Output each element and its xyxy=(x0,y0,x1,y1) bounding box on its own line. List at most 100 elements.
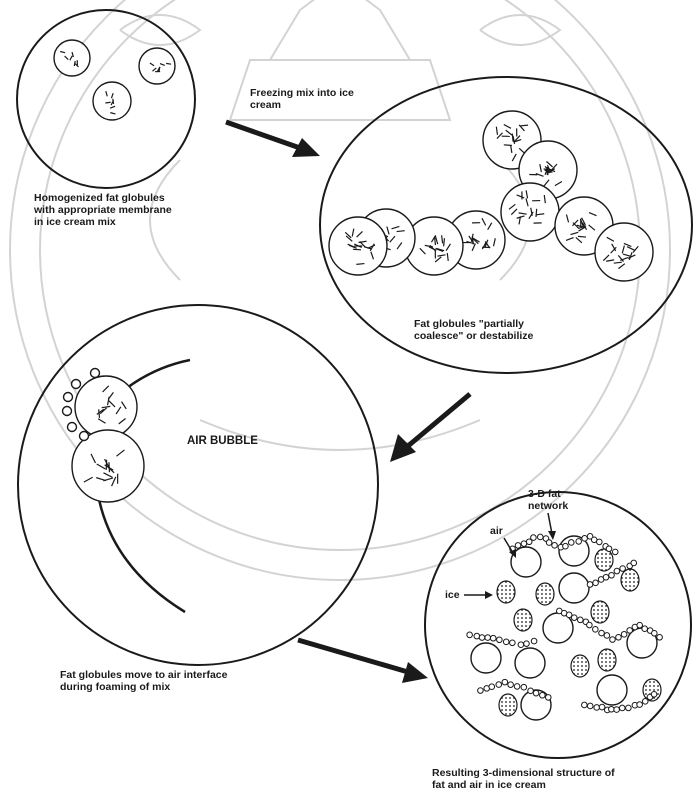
fat-bead xyxy=(587,582,593,588)
fat-bead xyxy=(528,688,534,694)
fat-bead xyxy=(568,540,574,546)
label-3d-network: 3-D fat network xyxy=(528,488,568,512)
air-bubble-circle xyxy=(18,305,378,665)
label-ice: ice xyxy=(445,589,460,601)
fat-bead xyxy=(533,690,539,696)
fat-bead xyxy=(631,560,637,566)
fat-bead xyxy=(612,549,618,555)
ice-crystal xyxy=(571,655,589,677)
fat-bead xyxy=(593,627,599,633)
air-cell xyxy=(597,675,627,705)
membrane-particle xyxy=(68,423,77,432)
fat-bead xyxy=(603,574,609,580)
fat-bead xyxy=(627,628,633,634)
ice-crystal xyxy=(499,694,517,716)
air-cell xyxy=(515,648,545,678)
fat-globule xyxy=(501,183,559,241)
fat-bead xyxy=(614,568,620,574)
fat-bead xyxy=(521,541,527,547)
fat-bead xyxy=(576,539,582,545)
air-cell xyxy=(559,573,589,603)
fat-globule xyxy=(93,82,131,120)
fat-bead xyxy=(524,641,530,647)
fat-bead xyxy=(490,635,496,641)
fat-globule xyxy=(54,40,90,76)
fat-bead xyxy=(582,702,588,708)
panel-final-structure: 3-D fat network air ice Resulting 3-dime… xyxy=(425,488,691,791)
fat-bead xyxy=(587,703,593,709)
fat-bead xyxy=(467,632,473,638)
fat-bead xyxy=(604,633,610,639)
fat-bead xyxy=(610,637,616,643)
fat-bead xyxy=(540,692,546,698)
ice-crystal xyxy=(621,569,639,591)
fat-bead xyxy=(619,705,625,711)
ice-crystal xyxy=(497,581,515,603)
fat-bead xyxy=(597,539,603,545)
fat-bead xyxy=(637,622,643,628)
fat-bead xyxy=(657,634,663,640)
fat-bead xyxy=(474,633,480,639)
fat-bead xyxy=(531,535,537,541)
fat-bead xyxy=(479,635,485,641)
fat-bead xyxy=(642,699,648,705)
caption-coalesce: Fat globules "partially coalesce" or des… xyxy=(414,318,534,342)
fat-bead xyxy=(497,637,503,643)
fat-bead xyxy=(626,705,632,711)
membrane-particle xyxy=(64,393,73,402)
fat-bead xyxy=(514,684,520,690)
panel-partial-coalescence: Fat globules "partially coalesce" or des… xyxy=(320,77,692,373)
fat-bead xyxy=(637,702,643,708)
air-cell xyxy=(471,643,501,673)
caption-final-structure: Resulting 3-dimensional structure of fat… xyxy=(432,767,618,791)
fat-globule xyxy=(139,48,175,84)
fat-bead xyxy=(537,534,543,540)
ice-crystal xyxy=(591,601,609,623)
membrane-particle xyxy=(80,432,89,441)
fat-globule xyxy=(93,82,131,120)
fat-bead xyxy=(552,543,558,549)
fat-bead xyxy=(563,543,569,549)
fat-bead xyxy=(614,707,620,713)
panel-air-interface: AIR BUBBLE Fat globules move to air inte… xyxy=(18,305,378,693)
fat-bead xyxy=(606,546,612,552)
fat-bead xyxy=(587,622,593,628)
fat-globules-at-interface xyxy=(63,369,145,503)
air-bubble-label: AIR BUBBLE xyxy=(187,435,258,447)
fat-bead xyxy=(620,566,626,572)
fat-bead xyxy=(508,682,514,688)
fat-bead xyxy=(609,572,615,578)
fat-bead xyxy=(616,634,622,640)
fat-bead xyxy=(485,635,491,641)
fat-globule xyxy=(139,48,175,84)
fat-bead xyxy=(518,642,524,648)
fat-bead xyxy=(510,640,516,646)
ice-crystal xyxy=(598,649,616,671)
fat-bead xyxy=(594,705,600,711)
arrow-to-final-structure xyxy=(298,640,428,683)
membrane-particle xyxy=(63,407,72,416)
membrane-particle xyxy=(91,369,100,378)
fat-bead xyxy=(531,638,537,644)
fat-bead xyxy=(652,630,658,636)
fat-bead xyxy=(515,543,521,549)
fat-bead xyxy=(503,639,509,645)
fat-bead xyxy=(496,682,502,688)
panel-homogenized: Homogenized fat globules with appropriat… xyxy=(17,10,195,228)
label-air: air xyxy=(490,525,503,537)
ice-crystal xyxy=(514,609,532,631)
ice-crystal xyxy=(536,583,554,605)
fat-bead xyxy=(599,704,605,710)
final-structure-contents xyxy=(467,534,663,720)
arrow-freezing: Freezing mix into ice cream xyxy=(226,87,357,157)
caption-homogenized: Homogenized fat globules with appropriat… xyxy=(33,192,175,228)
caption-air-interface: Fat globules move to air interface durin… xyxy=(60,669,230,693)
fat-globule xyxy=(54,40,90,76)
fat-globule xyxy=(595,223,653,281)
fat-bead xyxy=(609,706,615,712)
fat-bead xyxy=(545,695,551,701)
membrane-particle xyxy=(72,380,81,389)
fat-globule xyxy=(329,217,387,275)
